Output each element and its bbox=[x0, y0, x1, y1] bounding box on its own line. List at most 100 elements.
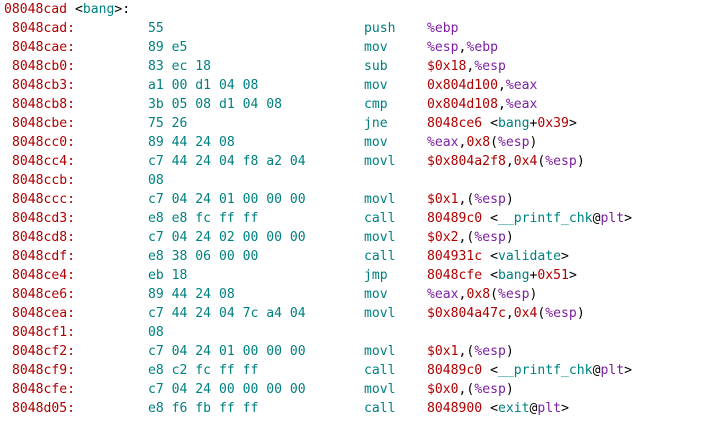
operand-token: exit bbox=[497, 401, 530, 416]
instruction-address: 8048cc4: bbox=[12, 154, 76, 169]
operand-token: %esp bbox=[497, 135, 530, 150]
operand-token: %ebp bbox=[427, 21, 459, 36]
operand-token: ) bbox=[529, 135, 538, 150]
operand-token: 8048900 bbox=[427, 401, 483, 416]
instruction-address: 8048cb0: bbox=[12, 59, 76, 74]
machine-code-bytes: e8 f6 fb ff ff bbox=[148, 401, 259, 416]
operand-token: < bbox=[482, 249, 498, 264]
operand-token: plt bbox=[600, 363, 625, 378]
instruction-operands: %ebp bbox=[427, 19, 459, 38]
machine-code-bytes: c7 04 24 01 00 00 00 bbox=[148, 344, 306, 359]
instruction-operands: $0x804a2f8,0x4(%esp) bbox=[427, 152, 585, 171]
header-token: < bbox=[67, 2, 83, 17]
instruction-address: 8048cae: bbox=[12, 40, 76, 55]
operand-token: > bbox=[624, 363, 633, 378]
operand-token: __printf_chk bbox=[497, 211, 593, 226]
machine-code-bytes: 83 ec 18 bbox=[148, 59, 212, 74]
operand-token: , bbox=[497, 78, 506, 93]
instruction-operands: %eax,0x8(%esp) bbox=[427, 285, 537, 304]
header-token: bang bbox=[82, 2, 115, 17]
instruction-mnemonic: cmp bbox=[364, 97, 388, 112]
instruction-mnemonic: mov bbox=[364, 40, 388, 55]
operand-token: __printf_chk bbox=[497, 363, 593, 378]
instruction-address: 8048cf9: bbox=[12, 363, 76, 378]
operand-token: bang bbox=[497, 268, 530, 283]
machine-code-bytes: 08 bbox=[148, 325, 164, 340]
instruction-address: 8048cf2: bbox=[12, 344, 76, 359]
operand-token: , bbox=[497, 97, 506, 112]
instruction-address: 8048cd3: bbox=[12, 211, 76, 226]
operand-token: ) bbox=[505, 344, 514, 359]
operand-token: 0x51 bbox=[537, 268, 569, 283]
instruction-operands: 8048cfe <bang+0x51> bbox=[427, 266, 577, 285]
instruction-operands: %eax,0x8(%esp) bbox=[427, 133, 537, 152]
instruction-address: 8048ccc: bbox=[12, 192, 76, 207]
operand-token: $0x1 bbox=[427, 192, 459, 207]
operand-token: 0x804d100 bbox=[427, 78, 498, 93]
instruction-operands: %esp,%ebp bbox=[427, 38, 498, 57]
instruction-mnemonic: movl bbox=[364, 306, 396, 321]
instruction-operands: $0x1,(%esp) bbox=[427, 342, 514, 361]
operand-token: ( bbox=[490, 287, 498, 302]
instruction-operands: 0x804d108,%eax bbox=[427, 95, 537, 114]
disasm-line: 8048ccb:08 bbox=[0, 171, 714, 190]
machine-code-bytes: 75 26 bbox=[148, 116, 188, 131]
operand-token: > bbox=[568, 268, 577, 283]
instruction-mnemonic: mov bbox=[364, 287, 388, 302]
instruction-address: 8048cbe: bbox=[12, 116, 76, 131]
operand-token: @ bbox=[529, 401, 538, 416]
operand-token: < bbox=[482, 401, 498, 416]
operand-token: < bbox=[482, 363, 498, 378]
instruction-mnemonic: jmp bbox=[364, 268, 388, 283]
operand-token: 804931c bbox=[427, 249, 483, 264]
operand-token: ,( bbox=[458, 230, 475, 245]
operand-token: @ bbox=[592, 363, 601, 378]
instruction-mnemonic: call bbox=[364, 363, 396, 378]
operand-token: %eax bbox=[427, 135, 459, 150]
operand-token: ) bbox=[529, 287, 538, 302]
operand-token: ,( bbox=[458, 192, 475, 207]
operand-token: plt bbox=[537, 401, 562, 416]
operand-token: > bbox=[561, 401, 569, 416]
instruction-mnemonic: movl bbox=[364, 230, 396, 245]
machine-code-bytes: c7 04 24 02 00 00 00 bbox=[148, 230, 306, 245]
operand-token: 80489c0 bbox=[427, 211, 483, 226]
operand-token: %esp bbox=[497, 287, 530, 302]
operand-token: ) bbox=[576, 154, 585, 169]
operand-token: %eax bbox=[427, 287, 459, 302]
instruction-mnemonic: movl bbox=[364, 192, 396, 207]
header-token: >: bbox=[114, 2, 131, 17]
operand-token: > bbox=[561, 249, 569, 264]
operand-token: %esp bbox=[474, 230, 506, 245]
instruction-operands: $0x1,(%esp) bbox=[427, 190, 514, 209]
operand-token: %esp bbox=[545, 154, 577, 169]
instruction-address: 8048d05: bbox=[12, 401, 76, 416]
operand-token: , bbox=[458, 287, 467, 302]
machine-code-bytes: 89 e5 bbox=[148, 40, 188, 55]
operand-token: , bbox=[458, 135, 467, 150]
instruction-mnemonic: call bbox=[364, 211, 396, 226]
operand-token: 0x8 bbox=[466, 287, 491, 302]
operand-token: 0x39 bbox=[537, 116, 569, 131]
operand-token: + bbox=[529, 116, 538, 131]
operand-token: ) bbox=[576, 306, 585, 321]
machine-code-bytes: a1 00 d1 04 08 bbox=[148, 78, 259, 93]
machine-code-bytes: 3b 05 08 d1 04 08 bbox=[148, 97, 283, 112]
instruction-operands: 80489c0 <__printf_chk@plt> bbox=[427, 361, 632, 380]
operand-token: $0x804a47c bbox=[427, 306, 506, 321]
operand-token: , bbox=[466, 59, 475, 74]
operand-token: ( bbox=[537, 154, 546, 169]
operand-token: %eax bbox=[505, 78, 538, 93]
instruction-mnemonic: mov bbox=[364, 135, 388, 150]
